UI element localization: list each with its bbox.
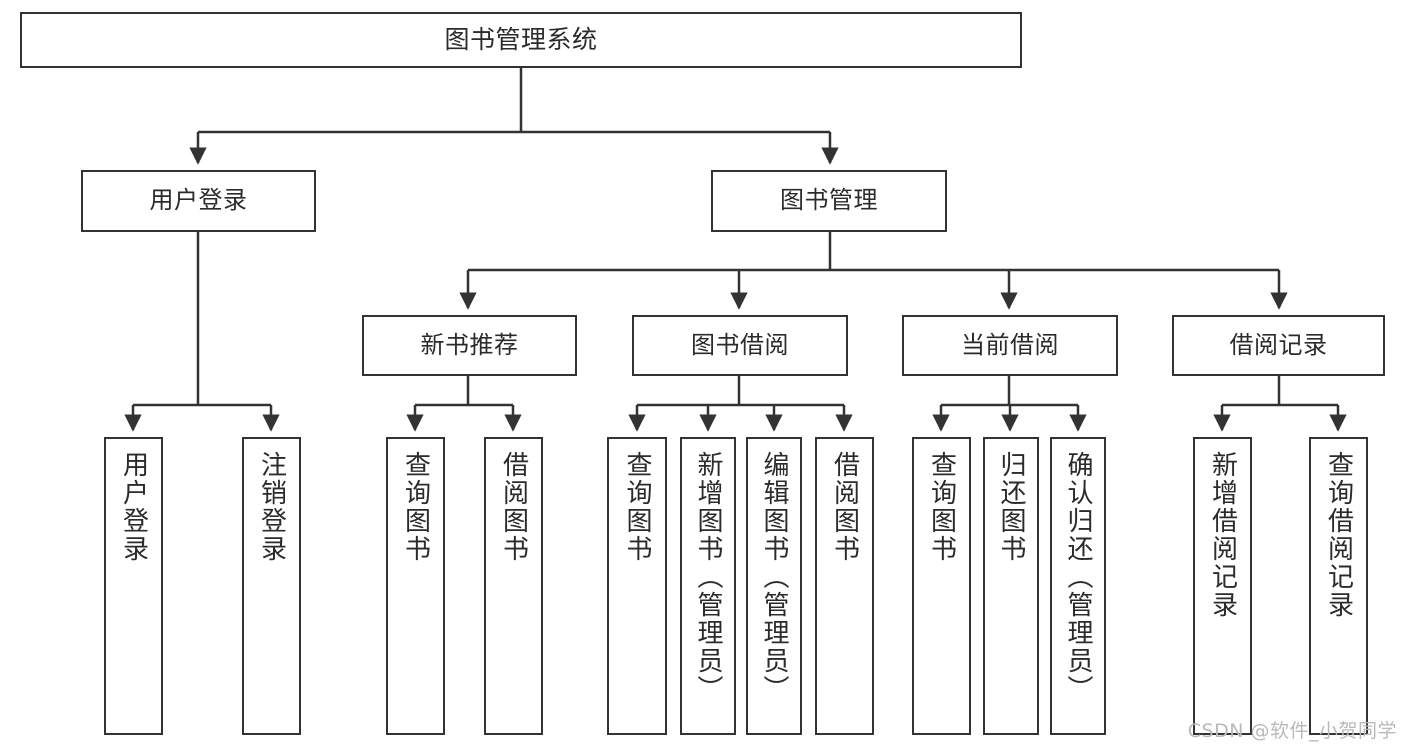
- leaf-user-login-login[interactable]: 用户登录: [104, 437, 163, 735]
- node-label: 用户登录: [149, 186, 248, 215]
- node-new-book-recommend[interactable]: 新书推荐: [362, 315, 577, 376]
- node-current-borrow[interactable]: 当前借阅: [902, 315, 1118, 376]
- leaf-current-borrow-confirm-return[interactable]: 确认归还（管理员）: [1050, 437, 1106, 735]
- node-root-book-management-system[interactable]: 图书管理系统: [20, 12, 1022, 68]
- node-book-borrow[interactable]: 图书借阅: [632, 315, 848, 376]
- leaf-new-book-query[interactable]: 查询图书: [386, 437, 445, 735]
- node-label: 借阅图书: [829, 451, 860, 563]
- node-label: 新书推荐: [420, 330, 519, 359]
- node-label: 用户登录: [118, 451, 149, 563]
- node-borrow-record[interactable]: 借阅记录: [1172, 315, 1385, 376]
- node-label: 图书借阅: [691, 330, 789, 359]
- node-label: 确认归还（管理员）: [1063, 451, 1093, 703]
- node-label: 归还图书: [996, 451, 1026, 563]
- node-label: 当前借阅: [961, 330, 1059, 359]
- leaf-borrow-record-query[interactable]: 查询借阅记录: [1309, 437, 1368, 735]
- node-book-management[interactable]: 图书管理: [711, 170, 947, 232]
- node-user-login[interactable]: 用户登录: [81, 170, 316, 232]
- leaf-current-borrow-return[interactable]: 归还图书: [983, 437, 1039, 735]
- node-label: 图书管理: [780, 186, 878, 215]
- node-label: 新增图书（管理员）: [693, 451, 723, 703]
- node-label: 新增借阅记录: [1207, 451, 1238, 619]
- node-label: 查询图书: [400, 451, 431, 563]
- node-label: 图书管理系统: [444, 24, 598, 54]
- leaf-new-book-borrow[interactable]: 借阅图书: [484, 437, 543, 735]
- leaf-book-borrow-add[interactable]: 新增图书（管理员）: [680, 437, 736, 735]
- leaf-book-borrow-borrow[interactable]: 借阅图书: [815, 437, 874, 735]
- leaf-user-login-logout[interactable]: 注销登录: [242, 437, 301, 735]
- node-label: 查询借阅记录: [1323, 451, 1354, 619]
- leaf-current-borrow-query[interactable]: 查询图书: [912, 437, 971, 735]
- node-label: 借阅记录: [1229, 330, 1328, 359]
- node-label: 查询图书: [926, 451, 957, 563]
- node-label: 注销登录: [256, 451, 287, 563]
- node-label: 查询图书: [622, 451, 652, 563]
- leaf-borrow-record-add[interactable]: 新增借阅记录: [1193, 437, 1252, 735]
- leaf-book-borrow-query[interactable]: 查询图书: [607, 437, 667, 735]
- leaf-book-borrow-edit[interactable]: 编辑图书（管理员）: [746, 437, 802, 735]
- node-label: 借阅图书: [498, 451, 529, 563]
- node-label: 编辑图书（管理员）: [759, 451, 789, 703]
